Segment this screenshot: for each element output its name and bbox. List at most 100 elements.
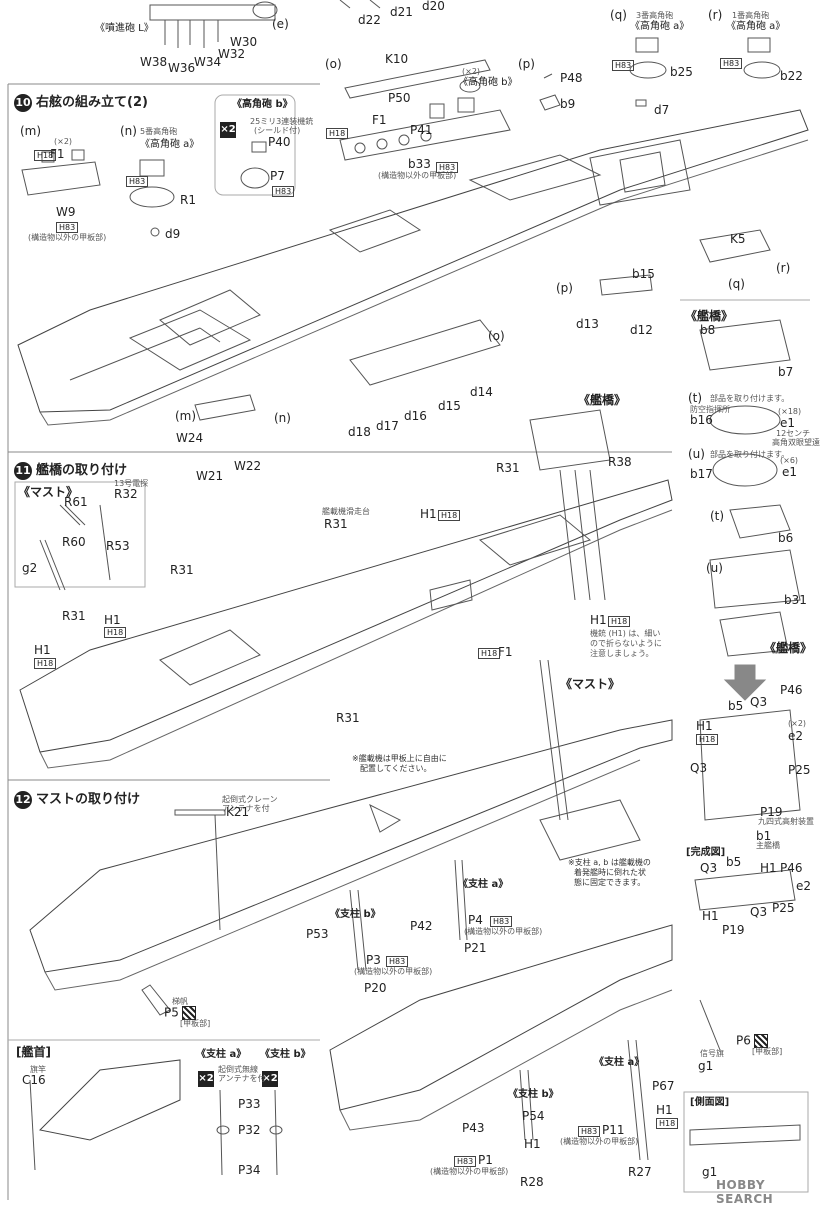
part-b1: b1	[756, 829, 772, 843]
part-d22: d22	[358, 13, 381, 27]
part-d7: d7	[654, 103, 670, 117]
part-h1-bridge: H1	[696, 719, 713, 733]
part-h1-a: H1	[420, 507, 437, 521]
part-p5: P5	[164, 1006, 196, 1020]
hull12-h83b: H83	[386, 954, 409, 967]
part-b25: b25	[670, 65, 693, 79]
part-p3: P3	[366, 953, 381, 967]
sub-r-note: 1番高角砲	[732, 11, 770, 20]
part-k21: K21	[226, 805, 250, 819]
pillar-b: 《支柱 b》	[330, 909, 381, 920]
part-p53: P53	[306, 927, 329, 941]
part-p1: P1	[478, 1153, 493, 1167]
hull11-h18e-box: H18	[478, 648, 501, 659]
part-e2: e2	[788, 729, 804, 743]
r31b-note: 艦載機滑走台	[322, 507, 370, 516]
part-c16: C16	[22, 1073, 46, 1087]
bottom-h18: H18	[656, 1116, 679, 1129]
part-p5-text: P5	[164, 1005, 179, 1020]
gun-b-h83: H83	[272, 184, 295, 197]
done-p19: P19	[722, 923, 745, 937]
hull11-h18a-box: H18	[438, 510, 461, 521]
part-p7: P7	[270, 169, 285, 183]
part-e1-t: e1	[780, 416, 796, 430]
sub-n-note: 5番高角砲	[140, 127, 178, 136]
part-b31: b31	[784, 593, 807, 607]
part-p50: P50	[388, 91, 411, 105]
sub-o-label: (o)	[325, 57, 342, 71]
part-p34: P34	[238, 1163, 261, 1177]
done-e2: e2	[796, 879, 812, 893]
part-f1-o: F1	[372, 113, 387, 127]
hull12-note2: 配置してください。	[360, 764, 432, 773]
part-g1-side: g1	[702, 1165, 718, 1179]
part-b17: b17	[690, 467, 713, 481]
part-p6-text: P6	[736, 1033, 751, 1048]
hull11-h18d-box: H18	[608, 616, 631, 627]
sub-o-gun-b: 《高角砲 b》	[458, 77, 518, 88]
hull12-cnote1: ※支柱 a, b は艦載機の	[568, 858, 651, 867]
part-h1-c: H1	[34, 643, 51, 657]
sub-m-h18: H18	[34, 148, 57, 161]
part-r27: R27	[628, 1165, 652, 1179]
sub-q-note: 3番高角砲	[636, 11, 674, 20]
r32-note: 13号電探	[114, 479, 149, 488]
b17-x6: (×6)	[780, 456, 799, 465]
top-gun-l-title: 《噴進砲 L》	[95, 23, 154, 34]
sub-o-h18-box: H18	[326, 128, 349, 139]
hull11-h18b: H18	[104, 625, 127, 638]
sub-r-gun-a: 《高角砲 a》	[726, 21, 786, 32]
gun-b-box-title: 《高角砲 b》	[232, 99, 293, 110]
sub-n-label: (n)	[120, 124, 137, 138]
done-p25: P25	[772, 901, 795, 915]
sub-m-h83: H83	[56, 220, 79, 233]
part-h1-bottom-b: H1	[656, 1103, 673, 1117]
part-r31-a: R31	[496, 461, 520, 475]
part-d9: d9	[165, 227, 181, 241]
sub-q-h83: H83	[612, 58, 635, 71]
part-p40: P40	[268, 135, 291, 149]
part-w34: W34	[194, 55, 222, 69]
hull12-h83b-box: H83	[386, 956, 409, 967]
sub-r-label: (r)	[708, 8, 723, 22]
bottom-h83a: H83	[454, 1154, 477, 1167]
ref-q: (q)	[728, 277, 745, 291]
hull12-deck-note: (構造物以外の甲板部)	[464, 927, 543, 936]
bottom-deck-note2: (構造物以外の甲板部)	[560, 1137, 639, 1146]
hull12-cnote3: 態に固定できます。	[574, 878, 646, 887]
part-p33: P33	[238, 1097, 261, 1111]
part-p6: P6	[736, 1034, 768, 1048]
part-k5: K5	[730, 232, 746, 246]
part-q3b: Q3	[690, 761, 708, 775]
sub-e-label: (e)	[272, 17, 289, 31]
part-p32: P32	[238, 1123, 261, 1137]
part-b6: b6	[778, 531, 794, 545]
part-r38: R38	[608, 455, 632, 469]
p6-deck: [甲板部]	[752, 1047, 783, 1056]
sub-q-gun-a: 《高角砲 a》	[630, 21, 690, 32]
part-g1: g1	[698, 1059, 714, 1073]
hull11-note3: 注意しましょう。	[590, 649, 654, 658]
part-k10: K10	[385, 52, 409, 66]
flag-icon	[181, 1006, 196, 1020]
gun-b-note1: 25ミリ3連装機銃	[250, 117, 314, 126]
ref-r: (r)	[776, 261, 791, 275]
hull11-note1: 機銃 (H1) は、細い	[590, 629, 661, 638]
part-d15: d15	[438, 399, 461, 413]
hull11-h18b-box: H18	[104, 627, 127, 638]
sub-p-label: (p)	[518, 57, 535, 71]
bridge-h18-box: H18	[696, 734, 719, 745]
part-d13: d13	[576, 317, 599, 331]
bottom-pillar-a2: 《支柱 a》	[594, 1057, 645, 1068]
c16-note: 旗竿	[30, 1065, 46, 1074]
flag-icon-2	[753, 1034, 768, 1048]
sub-u-label: (u)	[688, 447, 705, 461]
complete-title: [完成図]	[686, 847, 726, 858]
bottom-x2b-badge: ×2	[262, 1071, 278, 1087]
hull11-h18e: H18	[478, 646, 501, 659]
part-b22: b22	[780, 69, 803, 83]
part-d14: d14	[470, 385, 493, 399]
part-h1-d: H1	[590, 613, 607, 627]
